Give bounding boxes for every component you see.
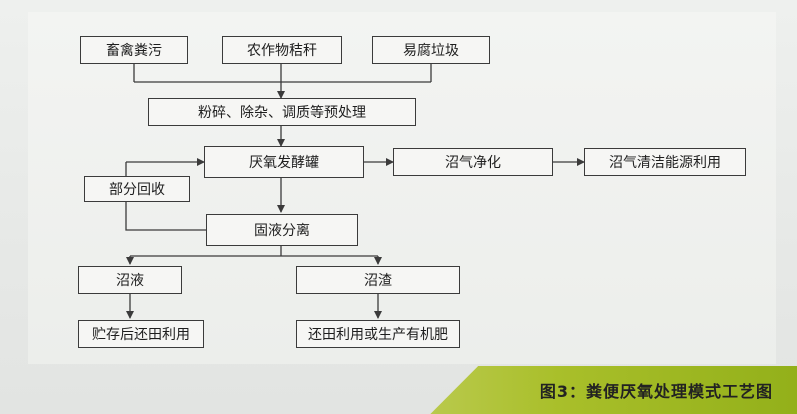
box-crop-straw: 农作物秸秆 xyxy=(222,36,342,64)
box-pretreatment: 粉碎、除杂、调质等预处理 xyxy=(148,98,416,126)
figure-caption: 图3：粪便厌氧处理模式工艺图 xyxy=(539,382,773,401)
box-biogas-purification: 沼气净化 xyxy=(393,148,553,176)
box-livestock-manure: 畜禽粪污 xyxy=(80,36,188,64)
box-biogas-residue: 沼渣 xyxy=(296,266,460,294)
box-solid-liquid-separation: 固液分离 xyxy=(206,214,358,246)
connector-recycle-up xyxy=(125,188,206,231)
box-field-or-fertilizer: 还田利用或生产有机肥 xyxy=(296,320,460,348)
box-biogas-slurry: 沼液 xyxy=(78,266,182,294)
box-partial-recovery: 部分回收 xyxy=(84,176,190,202)
box-storage-field-use: 贮存后还田利用 xyxy=(78,320,204,348)
box-biogas-energy-use: 沼气清洁能源利用 xyxy=(584,148,746,176)
box-anaerobic-tank: 厌氧发酵罐 xyxy=(204,146,364,178)
box-perishable-waste: 易腐垃圾 xyxy=(372,36,490,64)
caption-band xyxy=(430,366,797,414)
